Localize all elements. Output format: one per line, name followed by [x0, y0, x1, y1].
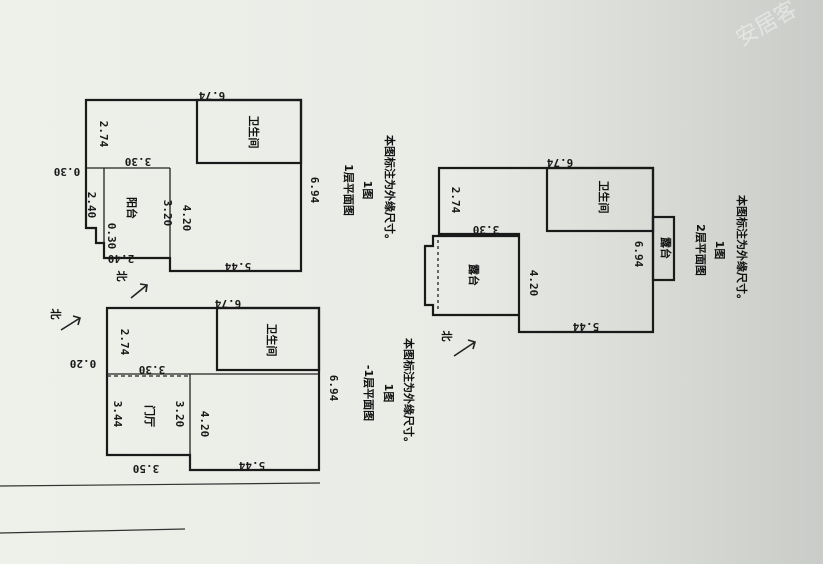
plan-1f-scale: 1图 — [361, 181, 374, 200]
plan-2f-terrace-left — [423, 234, 519, 317]
plan-1f-north-label: 北 — [115, 271, 129, 282]
plan-b1-scale: 1图 — [382, 384, 395, 403]
plan-1f: 6.74 2.74 3.30 0.30 2.40 0.30 2.40 3.20 … — [54, 89, 397, 299]
plan-1f-note: 本图标注为外缘尺寸。 — [383, 135, 397, 245]
plan-2f-terrace-right — [651, 215, 676, 282]
plan-2f-room-bathroom: 卫生间 — [597, 181, 611, 214]
plan-1f-dim-694: 6.94 — [308, 177, 321, 204]
plan-1f-room-balcony: 阳台 — [125, 197, 139, 219]
plan-2f-dim-top: 6.74 — [546, 156, 573, 169]
plan-2f-room-terrace-right: 露台 — [659, 237, 673, 259]
plan-b1-title: -1层平面图 — [362, 365, 375, 421]
plan-b1-outline — [105, 306, 321, 472]
plan-2f-room-terrace-left: 露台 — [467, 264, 481, 286]
plan-2f-bathroom — [545, 166, 655, 233]
watermark-logo: 安居客 — [732, 0, 802, 52]
plan-b1-dim-350: 3.50 — [133, 462, 160, 475]
plan-1f-dim-030b: 0.30 — [105, 223, 118, 250]
plan-2f-dim-694: 6.94 — [632, 241, 645, 268]
plan-1f-dim-240b: 2.40 — [108, 252, 135, 265]
plan-2f: 6.74 2.74 3.30 4.20 5.44 6.94 卫生间 露台 露台 … — [423, 156, 749, 357]
plan-2f-north-label: 北 — [440, 331, 454, 342]
plan-2f-north-arrow: 北 — [440, 331, 476, 357]
plan-1f-dim-top: 6.74 — [198, 89, 225, 102]
plan-b1-dim-top: 6.74 — [214, 297, 241, 310]
plan-1f-title: 1层平面图 — [342, 164, 355, 216]
plan-2f-note: 本图标注为外缘尺寸。 — [735, 195, 749, 305]
plan-b1: 6.74 2.74 0.20 3.30 3.44 3.20 4.20 3.50 … — [49, 297, 416, 475]
plan-b1-bathroom — [215, 306, 321, 372]
plan-b1-dim-344: 3.44 — [111, 401, 124, 428]
plan-b1-dim-420: 4.20 — [198, 411, 211, 438]
plan-2f-dim-274: 2.74 — [449, 187, 462, 214]
plan-b1-dim-330: 3.30 — [139, 363, 166, 376]
plan-b1-dim-694: 6.94 — [327, 375, 340, 402]
plan-1f-north-arrow: 北 — [115, 271, 148, 299]
plan-1f-dim-330: 3.30 — [125, 155, 152, 168]
plan-1f-dim-420: 4.20 — [180, 205, 193, 232]
plan-b1-dim-020: 0.20 — [70, 357, 97, 370]
plan-b1-note: 本图标注为外缘尺寸。 — [402, 338, 416, 448]
plan-1f-dim-320: 3.20 — [161, 200, 174, 227]
plan-2f-dim-330: 3.30 — [473, 223, 500, 236]
plan-b1-north-arrow: 北 — [49, 309, 81, 331]
plan-1f-dim-240a: 2.40 — [85, 192, 98, 219]
plan-1f-bathroom — [195, 98, 303, 165]
plan-1f-dim-030a: 0.30 — [54, 165, 81, 178]
plan-1f-outline — [84, 98, 303, 273]
plan-b1-room-bathroom: 卫生间 — [265, 324, 279, 357]
plan-1f-dim-544: 5.44 — [224, 260, 251, 273]
plan-1f-room-bathroom: 卫生间 — [247, 116, 261, 149]
plan-b1-room-foyer: 门厅 — [143, 405, 157, 427]
plan-b1-dim-320: 3.20 — [173, 401, 186, 428]
plan-b1-dim-274: 2.74 — [118, 329, 131, 356]
plan-2f-dim-544: 5.44 — [572, 320, 599, 333]
plan-2f-scale: 1图 — [713, 241, 726, 260]
plan-2f-dim-420: 4.20 — [527, 270, 540, 297]
plan-1f-dim-274: 2.74 — [97, 121, 110, 148]
plan-b1-dim-544: 5.44 — [238, 459, 265, 472]
plan-2f-title: 2层平面图 — [694, 224, 707, 276]
plan-b1-north-label: 北 — [49, 309, 63, 320]
